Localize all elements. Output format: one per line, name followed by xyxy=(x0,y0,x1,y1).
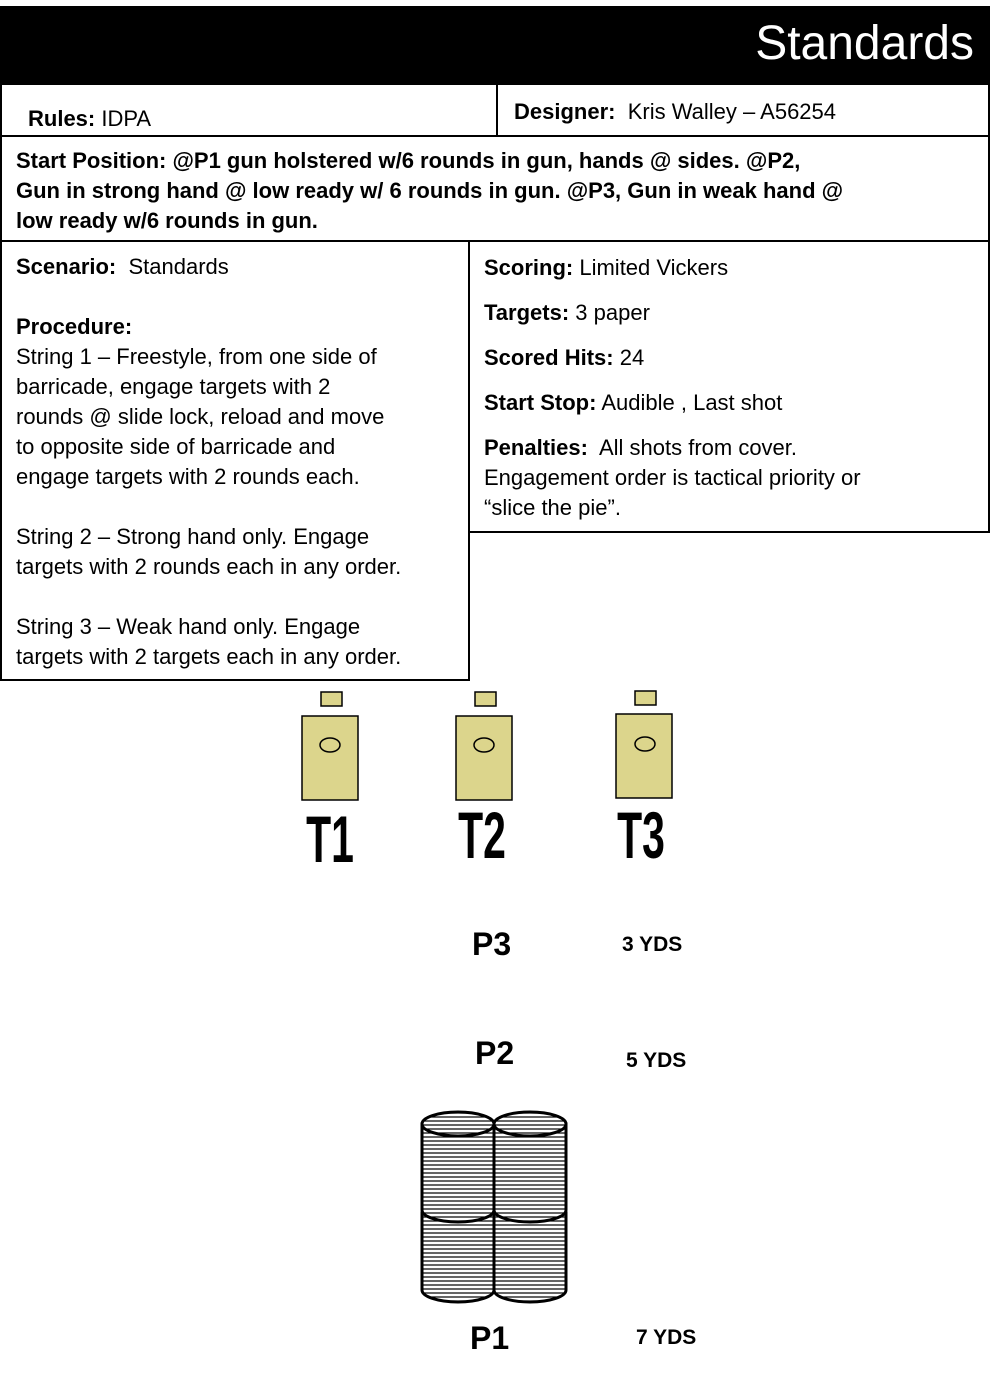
rules-box: Rules: IDPA xyxy=(0,83,498,137)
rules-value: IDPA xyxy=(101,106,152,131)
start-stop-label: Start Stop: xyxy=(484,390,597,415)
penalties-line: All shots from cover. xyxy=(598,435,798,460)
scored-hits-value: 24 xyxy=(619,345,645,370)
targets-value: 3 paper xyxy=(575,300,650,325)
position-p1-label: P1 xyxy=(470,1320,510,1356)
string-1-line: barricade, engage targets with 2 xyxy=(16,374,331,399)
penalties-line: Engagement order is tactical priority or xyxy=(484,465,861,490)
string-1-line: rounds @ slide lock, reload and move xyxy=(16,404,385,429)
start-position-line: Start Position: @P1 gun holstered w/6 ro… xyxy=(16,148,801,173)
target-label: T1 xyxy=(306,802,354,877)
scenario-label: Scenario: xyxy=(16,254,117,279)
string-1-line: engage targets with 2 rounds each. xyxy=(16,464,360,489)
target-label: T2 xyxy=(458,798,506,873)
position-p2-distance: 5 YDS xyxy=(626,1049,687,1072)
target-t1: T1 xyxy=(301,691,359,877)
start-position-line: low ready w/6 rounds in gun. xyxy=(16,208,318,233)
barrel-icon xyxy=(492,1211,568,1304)
position-p3-label: P3 xyxy=(472,926,512,962)
target-stand-icon xyxy=(634,690,657,706)
scenario-value: Standards xyxy=(128,254,229,279)
string-1-line: String 1 – Freestyle, from one side of xyxy=(16,344,377,369)
barrel-icon xyxy=(492,1110,568,1224)
penalties-line: “slice the pie”. xyxy=(484,495,621,520)
paper-target-icon xyxy=(615,713,673,799)
start-position-box: Start Position: @P1 gun holstered w/6 ro… xyxy=(0,135,990,242)
designer-label: Designer: xyxy=(514,99,616,124)
designer-box: Designer: Kris Walley – A56254 xyxy=(496,83,990,137)
string-2-line: String 2 – Strong hand only. Engage xyxy=(16,524,370,549)
page-title: Standards xyxy=(755,17,974,70)
string-2-line: targets with 2 rounds each in any order. xyxy=(16,554,402,579)
rules-label: Rules: xyxy=(28,106,96,131)
target-zone-icon xyxy=(473,737,495,753)
scored-hits-label: Scored Hits: xyxy=(484,345,614,370)
target-t2: T2 xyxy=(455,691,513,873)
procedure-label: Procedure: xyxy=(16,314,133,339)
scenario-box: Scenario: Standards Procedure: String 1 … xyxy=(0,240,470,681)
barrel-icon xyxy=(420,1211,496,1304)
target-zone-icon xyxy=(319,737,341,753)
target-stand-icon xyxy=(320,691,343,707)
barrel-barricade xyxy=(420,1110,568,1304)
string-1-line: to opposite side of barricade and xyxy=(16,434,336,459)
paper-target-icon xyxy=(301,715,359,801)
target-zone-icon xyxy=(634,736,656,752)
position-p3-distance: 3 YDS xyxy=(622,933,683,956)
penalties-label: Penalties: xyxy=(484,435,588,460)
designer-value: Kris Walley – A56254 xyxy=(627,99,837,124)
string-3-line: targets with 2 targets each in any order… xyxy=(16,644,402,669)
scoring-label: Scoring: xyxy=(484,255,574,280)
scoring-box: Scoring: Limited Vickers Targets: 3 pape… xyxy=(468,240,990,533)
title-bar: Standards xyxy=(0,6,990,83)
scoring-value: Limited Vickers xyxy=(579,255,729,280)
barrel-icon xyxy=(420,1110,496,1224)
position-p1-distance: 7 YDS xyxy=(636,1326,697,1349)
target-t3: T3 xyxy=(615,690,673,873)
string-3-line: String 3 – Weak hand only. Engage xyxy=(16,614,361,639)
start-stop-value: Audible , Last shot xyxy=(601,390,783,415)
position-p2-label: P2 xyxy=(475,1035,515,1071)
target-stand-icon xyxy=(474,691,497,707)
targets-label: Targets: xyxy=(484,300,570,325)
start-position-line: Gun in strong hand @ low ready w/ 6 roun… xyxy=(16,178,844,203)
paper-target-icon xyxy=(455,715,513,801)
target-label: T3 xyxy=(617,798,665,873)
